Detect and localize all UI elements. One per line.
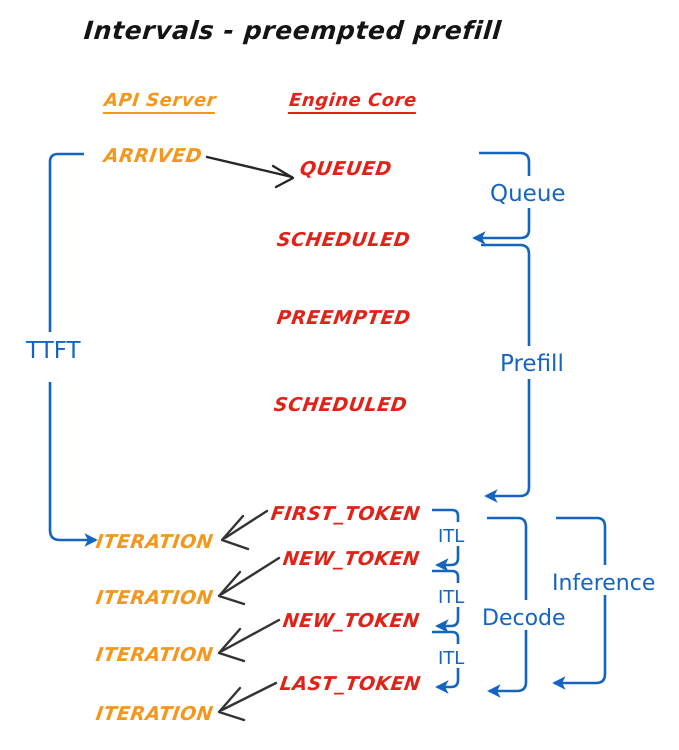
state-label-arrived: ARRIVED [102,145,204,167]
arrow-last-token-to-iteration [217,681,278,722]
column-header-api-server: API Server [102,90,218,114]
state-label-new-token: NEW_TOKEN [281,610,422,632]
interval-label-itl: ITL [434,589,469,607]
arrow-arrived-to-queued [205,155,295,189]
state-label-iteration: ITERATION [94,531,215,553]
bracket-decode [487,516,528,698]
state-label-preempted: PREEMPTED [275,307,413,329]
arrow-new-token-to-iteration [217,556,281,606]
page-title: Intervals - preempted prefill [82,16,503,45]
interval-label-itl: ITL [434,528,469,546]
state-label-iteration: ITERATION [94,703,215,725]
interval-label-itl: ITL [434,650,469,668]
bracket-inference [552,516,607,690]
state-label-iteration: ITERATION [94,587,215,609]
state-label-last-token: LAST_TOKEN [278,673,423,695]
interval-label-inference: Inference [548,573,660,595]
arrow-first-token-to-iteration [220,509,269,551]
state-label-iteration: ITERATION [94,644,215,666]
interval-label-prefill: Prefill [496,353,568,376]
state-label-new-token: NEW_TOKEN [281,548,422,570]
state-label-scheduled: SCHEDULED [275,229,412,251]
column-header-engine-core: Engine Core [287,90,418,114]
interval-label-queue: Queue [486,183,570,206]
state-label-scheduled: SCHEDULED [272,394,409,416]
state-label-queued: QUEUED [298,158,394,180]
state-label-first-token: FIRST_TOKEN [269,503,422,525]
interval-label-ttft: TTFT [22,340,85,363]
arrow-new-token-to-iteration [217,618,281,663]
interval-label-decode: Decode [478,608,570,630]
